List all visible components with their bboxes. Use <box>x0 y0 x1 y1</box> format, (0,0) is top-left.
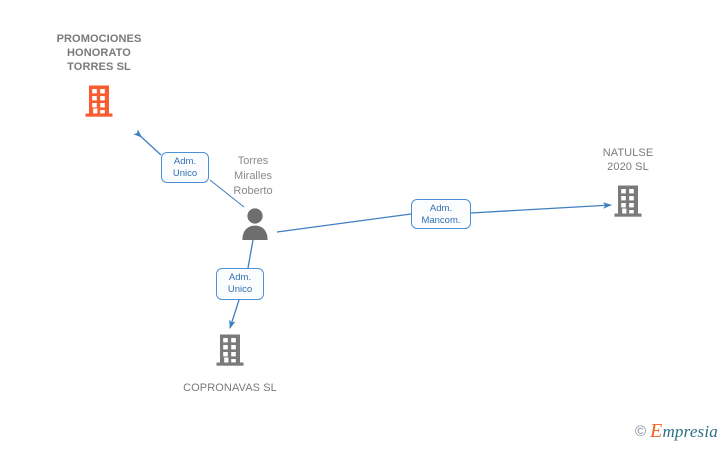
node-label-natulse: NATULSE 2020 SL <box>602 147 654 173</box>
node-person-torres-miralles-roberto[interactable] <box>239 207 271 245</box>
building-icon <box>586 184 670 223</box>
node-label-copronavas: COPRONAVAS SL <box>183 382 277 394</box>
watermark-empresia: © Empresia <box>635 421 718 441</box>
node-copronavas-sl[interactable]: COPRONAVAS SL <box>166 333 294 395</box>
relation-label-adm-mancom-natulse[interactable]: Adm. Mancom. <box>411 199 471 229</box>
edge-line-promociones-upper <box>133 129 162 156</box>
brand-initial: E <box>650 420 663 442</box>
brand-name: Empresia <box>650 421 718 441</box>
person-label: Torres Miralles Roberto <box>233 155 273 197</box>
brand-rest: mpresia <box>662 422 718 441</box>
node-label-promociones: PROMOCIONES HONORATO TORRES SL <box>56 33 142 73</box>
person-icon <box>239 207 271 245</box>
relation-label-adm-unico-copronavas[interactable]: Adm. Unico <box>216 268 264 300</box>
node-promociones-honorato-torres-sl[interactable]: PROMOCIONES HONORATO TORRES SL <box>38 32 160 123</box>
node-natulse-2020-sl[interactable]: NATULSE 2020 SL <box>586 146 670 223</box>
edge-line-natulse-left <box>276 213 412 233</box>
building-icon <box>166 333 294 372</box>
building-icon <box>38 84 160 123</box>
edge-line-copronavas-lower <box>229 299 240 329</box>
relation-label-adm-unico-promociones[interactable]: Adm. Unico <box>161 152 209 183</box>
copyright-icon: © <box>634 422 647 440</box>
